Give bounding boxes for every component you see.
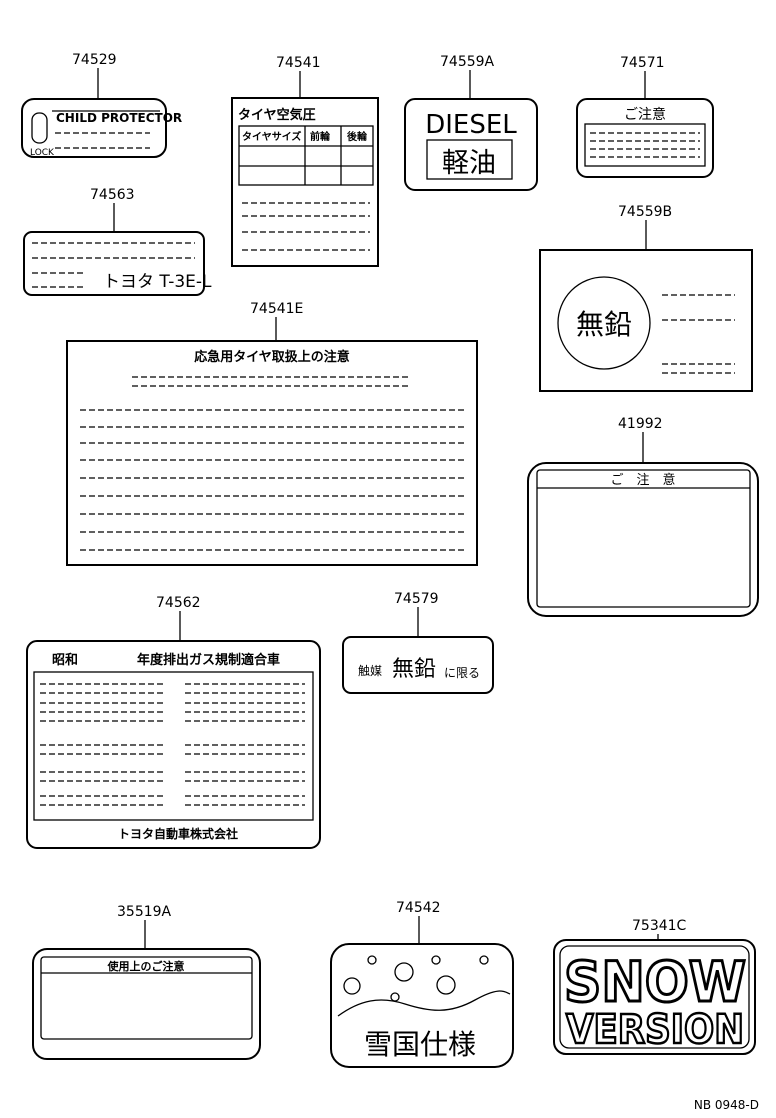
- label-74559A[interactable]: 74559A DIESEL 軽油: [404, 54, 538, 191]
- only-text: に限る: [444, 666, 480, 680]
- label-74541[interactable]: 74541 タイヤ空気圧 タイヤサイズ 前輪 後輪: [231, 55, 379, 267]
- diesel-text: DIESEL: [425, 110, 517, 140]
- snowflake-icon: [367, 955, 377, 965]
- label-35519A[interactable]: 35519A 使用上のご注意: [32, 904, 261, 1060]
- part-number-75341C: 75341C: [632, 918, 687, 934]
- usage-caution-title: 使用上のご注意: [107, 959, 185, 973]
- toyota-t3el-text: トヨタ T-3E-L: [103, 272, 212, 292]
- showa-text: 昭和: [52, 652, 78, 668]
- label-74562[interactable]: 74562 昭和 年度排出ガス規制適合車 トヨタ自動車株式会社: [26, 595, 321, 849]
- snowflake-icon: [436, 975, 456, 995]
- label-74529[interactable]: 74529 CHILD PROTECTOR LOCK: [21, 52, 182, 158]
- caution-title-74571: ご注意: [624, 106, 666, 123]
- unleaded-circle-text: 無鉛: [576, 308, 632, 341]
- snow-hill-icon: [337, 990, 511, 1017]
- part-number-74542: 74542: [396, 900, 441, 916]
- snowflake-icon: [394, 962, 414, 982]
- version-text: VERSION: [566, 1007, 744, 1053]
- snow-country-text: 雪国仕様: [364, 1028, 476, 1061]
- label-74542[interactable]: 74542 雪国仕様: [330, 900, 514, 1068]
- part-number-74541: 74541: [276, 55, 321, 71]
- label-74559B[interactable]: 74559B 無鉛: [539, 204, 753, 392]
- label-74541E[interactable]: 74541E 応急用タイヤ取扱上の注意: [66, 301, 478, 566]
- part-number-74559B: 74559B: [618, 204, 672, 220]
- caution-title-41992: ご 注 意: [610, 472, 675, 488]
- part-number-74559A: 74559A: [440, 54, 495, 70]
- rear-header: 後輪: [347, 130, 368, 143]
- label-74563[interactable]: 74563 トヨタ T-3E-L: [23, 187, 212, 296]
- tire-pressure-title: タイヤ空気圧: [238, 107, 316, 123]
- part-number-41992: 41992: [618, 416, 663, 432]
- part-number-74541E: 74541E: [250, 301, 303, 317]
- child-protector-title: CHILD PROTECTOR: [56, 111, 182, 125]
- part-number-74563: 74563: [90, 187, 135, 203]
- part-number-74579: 74579: [394, 591, 439, 607]
- emission-title: 年度排出ガス規制適合車: [137, 652, 280, 668]
- part-number-74562: 74562: [156, 595, 201, 611]
- tire-size-header: タイヤサイズ: [242, 130, 301, 143]
- spare-tire-title: 応急用タイヤ取扱上の注意: [194, 349, 350, 365]
- part-number-74571: 74571: [620, 55, 665, 71]
- label-74571[interactable]: 74571 ご注意: [576, 55, 714, 178]
- part-number-74529: 74529: [72, 52, 117, 68]
- keiyu-text: 軽油: [442, 148, 496, 179]
- drawing-id: NB 0948-D: [694, 1098, 759, 1112]
- label-41992[interactable]: 41992 ご 注 意: [527, 416, 759, 617]
- snow-text: SNOW: [564, 950, 746, 1014]
- snowflake-icon: [479, 955, 489, 965]
- snowflake-icon: [431, 955, 441, 965]
- snowflake-icon: [343, 977, 361, 995]
- toyota-motor-text: トヨタ自動車株式会社: [118, 826, 238, 841]
- front-header: 前輪: [310, 130, 331, 143]
- catalyst-text: 触媒: [358, 664, 382, 678]
- label-75341C[interactable]: 75341C SNOW VERSION: [553, 918, 756, 1055]
- label-74579[interactable]: 74579 触媒 無鉛 に限る: [342, 591, 494, 694]
- unleaded-text-74579: 無鉛: [392, 657, 436, 682]
- lock-text: LOCK: [30, 148, 55, 158]
- part-number-35519A: 35519A: [117, 904, 172, 920]
